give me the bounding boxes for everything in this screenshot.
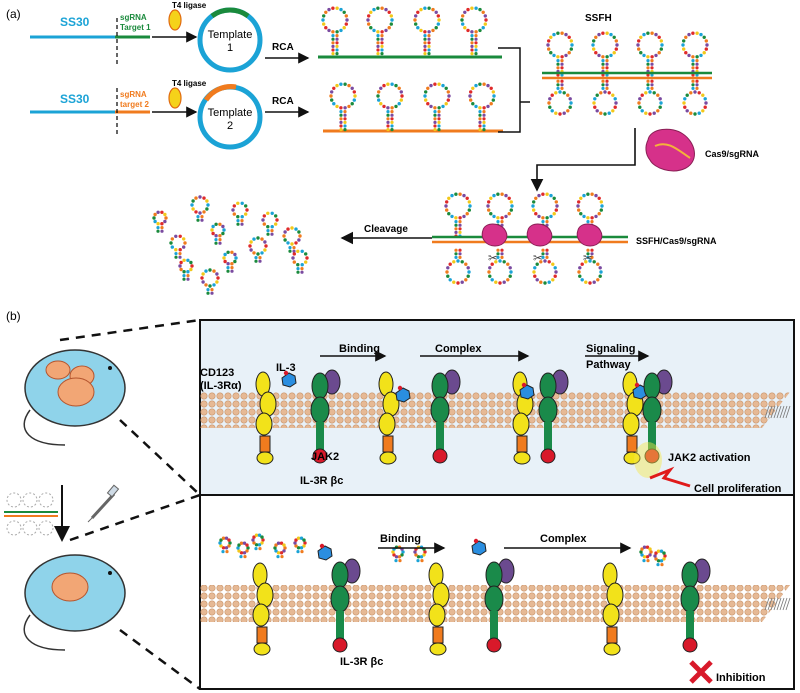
svg-text:2: 2 bbox=[227, 120, 233, 132]
pathway-label: Pathway bbox=[586, 359, 632, 371]
binding-label-bottom: Binding bbox=[380, 533, 421, 545]
svg-text:1: 1 bbox=[227, 42, 233, 54]
cell-proliferation-label: Cell proliferation bbox=[694, 483, 782, 495]
receptors bbox=[218, 369, 791, 656]
complex-label: SSFH/Cas9/sgRNA bbox=[636, 236, 717, 246]
ss30-label-2: SS30 bbox=[60, 92, 90, 106]
dna-loops bbox=[152, 6, 709, 295]
cas9-label: Cas9/sgRNA bbox=[705, 149, 760, 159]
panel-b-label: (b) bbox=[6, 309, 21, 323]
inhibition-label: Inhibition bbox=[716, 672, 766, 684]
mouse-treated bbox=[23, 554, 126, 651]
syringe-icon bbox=[87, 484, 120, 523]
signaling-label: Signaling bbox=[586, 343, 636, 355]
strand-1: SS30 sgRNA Target 1 T4 ligase Template 1… bbox=[30, 1, 502, 73]
cd123-label: CD123 bbox=[200, 367, 234, 379]
strand-2: SS30 sgRNA target 2 T4 ligase Template 2… bbox=[30, 79, 503, 150]
target2-label: target 2 bbox=[120, 100, 149, 109]
il3-label: IL-3 bbox=[276, 362, 296, 374]
sgrna-label-2: sgRNA bbox=[120, 90, 147, 99]
template-2-label: Template bbox=[208, 107, 253, 119]
jak2-label: JAK2 bbox=[311, 451, 339, 463]
svg-text:✂: ✂ bbox=[583, 251, 593, 265]
binding-label-top: Binding bbox=[339, 343, 380, 355]
template-1-label: Template bbox=[208, 29, 253, 41]
membrane-top bbox=[200, 392, 790, 428]
rca-label-2: RCA bbox=[272, 96, 294, 107]
t4-ligase-label-2: T4 ligase bbox=[172, 79, 207, 88]
panel-b: (b) bbox=[4, 309, 795, 691]
complex-label-top: Complex bbox=[435, 343, 482, 355]
jak2-activation-label: JAK2 activation bbox=[668, 452, 751, 464]
lightning-icon bbox=[649, 466, 691, 488]
cleavage-label: Cleavage bbox=[364, 224, 408, 235]
inhibition-icon bbox=[689, 660, 713, 684]
cas9-on-complex: ✂ ✂ ✂ bbox=[481, 223, 603, 265]
svg-text:✂: ✂ bbox=[488, 251, 498, 265]
il3rbc-label-bottom: IL-3R βc bbox=[340, 656, 383, 668]
rca-label-1: RCA bbox=[272, 42, 294, 53]
cd123-alpha-label: (IL-3Rα) bbox=[200, 380, 242, 392]
svg-text:✂: ✂ bbox=[533, 251, 543, 265]
il3rbc-label-top: IL-3R βc bbox=[300, 475, 343, 487]
ss30-label-1: SS30 bbox=[60, 15, 90, 29]
ligase-icon bbox=[168, 87, 182, 109]
injected-nanostructure bbox=[4, 492, 58, 536]
complex-label-bottom: Complex bbox=[540, 533, 587, 545]
target1-label: Target 1 bbox=[120, 23, 151, 32]
merge-bracket bbox=[498, 47, 530, 133]
cas9-protein bbox=[645, 128, 695, 172]
ligase-icon bbox=[168, 9, 182, 31]
panel-a: (a) SS30 sgRNA Target 1 T4 ligase Templa… bbox=[6, 1, 760, 295]
t4-ligase-label-1: T4 ligase bbox=[172, 1, 207, 10]
panel-a-label: (a) bbox=[6, 7, 21, 21]
mouse-untreated bbox=[23, 349, 126, 446]
sgrna-label-1: sgRNA bbox=[120, 13, 147, 22]
ssfh-label: SSFH bbox=[585, 13, 612, 24]
